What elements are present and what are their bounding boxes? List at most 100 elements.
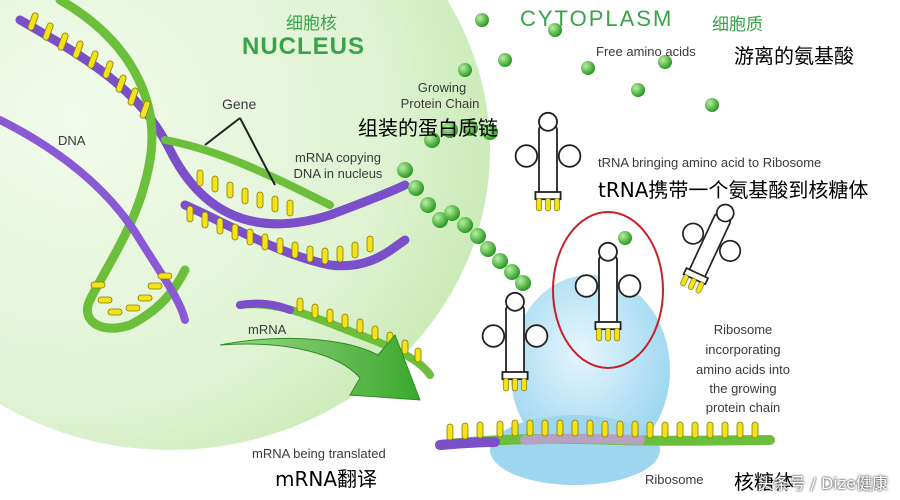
base-pair bbox=[661, 421, 669, 439]
free-amino-acid bbox=[458, 63, 472, 77]
nucleus-region bbox=[0, 0, 490, 450]
base-pair bbox=[401, 339, 409, 355]
base-pair bbox=[691, 421, 699, 439]
ribosome-incorporating-line1: Ribosome bbox=[713, 322, 773, 337]
trna-stem bbox=[598, 253, 618, 328]
ribosome-incorporating-line2: incorporating bbox=[705, 342, 781, 357]
free-amino-acid bbox=[631, 83, 645, 97]
growing-chain-label-line2: Protein Chain bbox=[400, 96, 480, 111]
mrna-copying-label-line2: DNA in nucleus bbox=[293, 166, 383, 181]
trna-highlighted bbox=[574, 241, 642, 342]
trna-anticodon bbox=[613, 327, 621, 342]
mrna-label: mRNA bbox=[248, 322, 287, 337]
base-pair bbox=[261, 233, 269, 251]
base-pair bbox=[706, 421, 714, 439]
base-pair bbox=[139, 100, 151, 119]
mrna-translated-label-zh: mRNA翻译 bbox=[275, 467, 378, 491]
base-pair bbox=[306, 245, 314, 263]
trna-lobe bbox=[557, 144, 582, 168]
base-pair bbox=[127, 87, 139, 106]
base-pair bbox=[496, 420, 504, 438]
trna-stem bbox=[538, 123, 558, 198]
base-pair bbox=[125, 304, 141, 312]
base-pair bbox=[231, 223, 239, 241]
base-pair bbox=[147, 282, 163, 290]
base-pair bbox=[676, 421, 684, 439]
trna-anticodon bbox=[544, 197, 552, 212]
mrna-strand-lower bbox=[435, 419, 775, 450]
base-pair bbox=[341, 313, 349, 329]
trna-lobe bbox=[505, 291, 525, 312]
base-pair bbox=[616, 420, 624, 438]
amino-acid-bead bbox=[442, 122, 458, 138]
amino-acid-bead bbox=[432, 212, 448, 228]
growing-chain-label-line1: Growing bbox=[417, 80, 467, 95]
base-pair bbox=[336, 245, 344, 263]
base-pair bbox=[321, 247, 329, 265]
free-amino-acids bbox=[458, 13, 719, 245]
base-pair bbox=[246, 228, 254, 246]
base-pair bbox=[326, 308, 334, 324]
base-pair bbox=[87, 50, 99, 69]
trna-lobe bbox=[715, 203, 735, 223]
trna-lobe bbox=[524, 324, 549, 348]
amino-acid-bead bbox=[470, 228, 486, 244]
base-pair bbox=[216, 217, 224, 235]
free-amino-acid bbox=[618, 231, 632, 245]
dna-label: DNA bbox=[58, 133, 86, 148]
mrna-translated-label: mRNA being translated bbox=[252, 446, 386, 461]
base-pair bbox=[541, 419, 549, 437]
base-pair bbox=[556, 419, 564, 437]
free-amino-acid bbox=[705, 98, 719, 112]
base-pair bbox=[646, 421, 654, 439]
base-pair bbox=[137, 294, 153, 302]
gene-callout-lines bbox=[204, 117, 276, 186]
base-pair bbox=[721, 421, 729, 439]
translation-arrow bbox=[219, 334, 421, 401]
free-amino-acid bbox=[548, 23, 562, 37]
amino-acid-bead bbox=[480, 241, 496, 257]
amino-acid-bead bbox=[420, 197, 436, 213]
ribosome-label: Ribosome bbox=[645, 472, 704, 487]
base-pair bbox=[446, 423, 454, 441]
base-pair bbox=[102, 60, 114, 79]
ribosome-incorporating-line4: the growing bbox=[709, 381, 777, 396]
amino-acid-bead bbox=[462, 120, 478, 136]
base-pair bbox=[276, 237, 284, 255]
trna-lobe bbox=[514, 144, 539, 168]
nucleus-title-zh: 细胞核 bbox=[286, 14, 337, 34]
amino-acid-bead bbox=[492, 253, 508, 269]
mrna-copying-label-line1: mRNA copying bbox=[295, 150, 381, 165]
base-pair bbox=[271, 195, 279, 213]
base-pair bbox=[291, 241, 299, 259]
free-amino-acid bbox=[658, 55, 672, 69]
amino-acid-bead bbox=[457, 217, 473, 233]
gene-label: Gene bbox=[222, 96, 257, 112]
trna-lobe bbox=[574, 274, 599, 298]
base-pair bbox=[414, 347, 422, 363]
base-pair bbox=[511, 419, 519, 437]
watermark: 头条号 / Dize健康 bbox=[757, 474, 888, 493]
base-pair bbox=[226, 181, 234, 199]
trna-anticodon bbox=[553, 197, 561, 212]
base-pair bbox=[107, 308, 123, 316]
free-amino-acid bbox=[498, 53, 512, 67]
amino-acid-bead bbox=[504, 264, 520, 280]
free-amino-label-zh: 游离的氨基酸 bbox=[734, 44, 854, 68]
base-pair bbox=[27, 12, 39, 31]
amino-acid-bead bbox=[397, 162, 413, 178]
trna-anticodon bbox=[502, 377, 510, 392]
ribosome-incorporating-line5: protein chain bbox=[705, 400, 781, 415]
trna-lobe bbox=[481, 324, 506, 348]
amino-acid-bead bbox=[482, 124, 498, 140]
trna-lobe bbox=[598, 241, 618, 262]
trna-anticodon bbox=[680, 274, 689, 287]
base-pair bbox=[751, 421, 759, 439]
ribosome-incorporating-line3: amino acids into bbox=[696, 362, 790, 377]
base-pair bbox=[371, 325, 379, 341]
base-pair bbox=[157, 272, 173, 280]
base-pair bbox=[90, 281, 106, 289]
amino-acid-bead bbox=[515, 275, 531, 291]
trna-anticodon bbox=[535, 197, 543, 212]
